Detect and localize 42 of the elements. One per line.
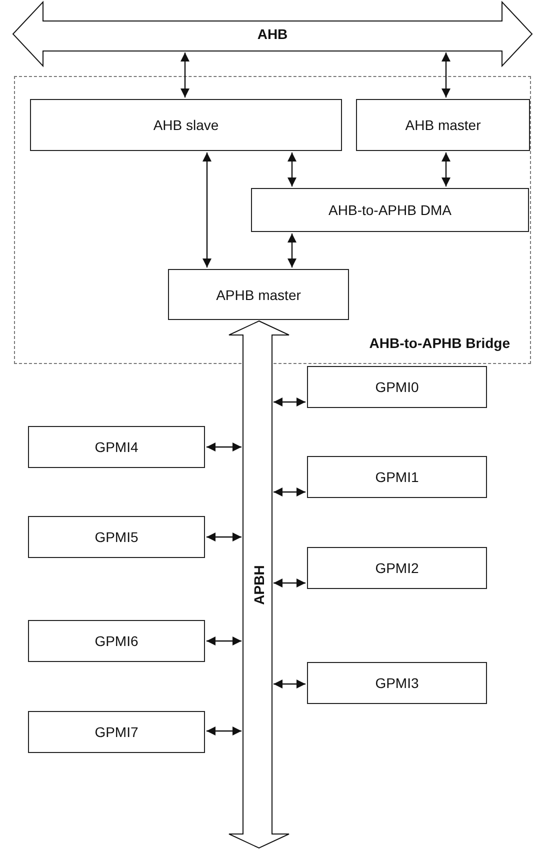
block-label: GPMI6 (94, 633, 138, 649)
block-label: AHB slave (153, 117, 219, 133)
block-label: GPMI3 (375, 675, 419, 691)
block-box (307, 456, 487, 498)
block-box (356, 99, 530, 151)
arrow (202, 152, 212, 268)
block-box (28, 620, 205, 662)
arrow (274, 488, 306, 496)
arrow (180, 52, 190, 98)
arrow (442, 152, 450, 186)
arrow (288, 152, 296, 186)
block-label: GPMI0 (375, 379, 419, 395)
arrow (206, 636, 242, 646)
arrow (206, 532, 242, 542)
block-label: GPMI7 (94, 724, 138, 740)
block-box (28, 516, 205, 558)
block-label: AHB-to-APHB DMA (328, 202, 452, 218)
bridge-boundary (14, 76, 531, 364)
bus-label: APBH (251, 564, 267, 604)
arrow (442, 52, 450, 98)
block-box (30, 99, 342, 151)
arrow (288, 234, 296, 268)
arrow (274, 398, 306, 406)
block-label: AHB master (405, 117, 481, 133)
block-label: GPMI2 (375, 560, 419, 576)
block-box (307, 547, 487, 589)
arrow (206, 442, 242, 452)
block-label: GPMI4 (94, 439, 138, 455)
arrow (206, 726, 242, 736)
block-label: APHB master (216, 286, 301, 302)
block-box (168, 269, 349, 320)
block-label: GPMI5 (94, 529, 138, 545)
block-label: GPMI1 (375, 469, 419, 485)
block-box (28, 711, 205, 753)
block-box (307, 662, 487, 704)
group-title: AHB-to-APHB Bridge (369, 335, 510, 351)
arrow (274, 680, 306, 688)
arrow (274, 578, 306, 588)
block-box (307, 366, 487, 408)
bus-label: AHB (257, 26, 288, 42)
block-box (251, 188, 529, 232)
block-box (28, 426, 205, 468)
